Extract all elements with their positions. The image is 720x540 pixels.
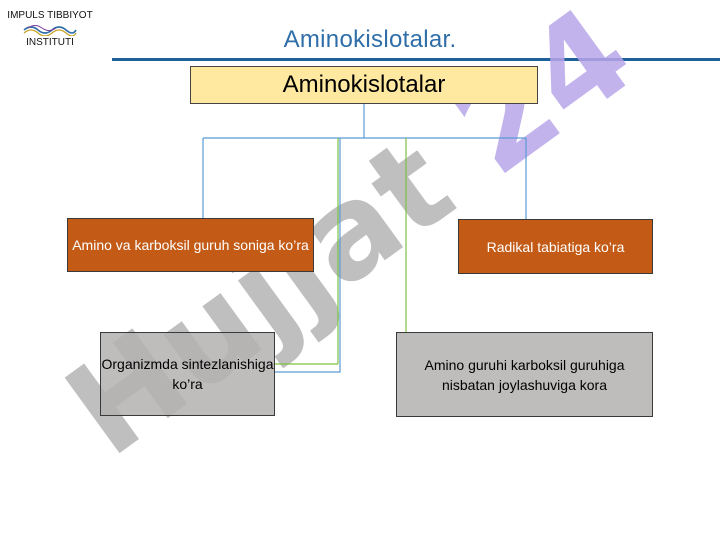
box-sintezlanish: Organizmda sintezlanishiga ko’ra	[100, 332, 275, 416]
title-underline	[112, 58, 720, 61]
slide-title: Aminokislotalar.	[283, 26, 457, 53]
waves-logo-icon	[23, 25, 77, 36]
institute-logo: IMPULS TIBBIYOT INSTITUTI	[4, 10, 96, 49]
box-radikal: Radikal tabiatiga ko’ra	[458, 219, 653, 274]
logo-line1: IMPULS TIBBIYOT	[7, 10, 93, 21]
root-box: Aminokislotalar	[190, 66, 538, 104]
box-joylashuv: Amino guruhi karboksil guruhiga nisbatan…	[396, 332, 653, 417]
box-amino-karboksil: Amino va karboksil guruh soniga ko’ra	[67, 218, 314, 272]
logo-line2: INSTITUTI	[26, 37, 74, 48]
